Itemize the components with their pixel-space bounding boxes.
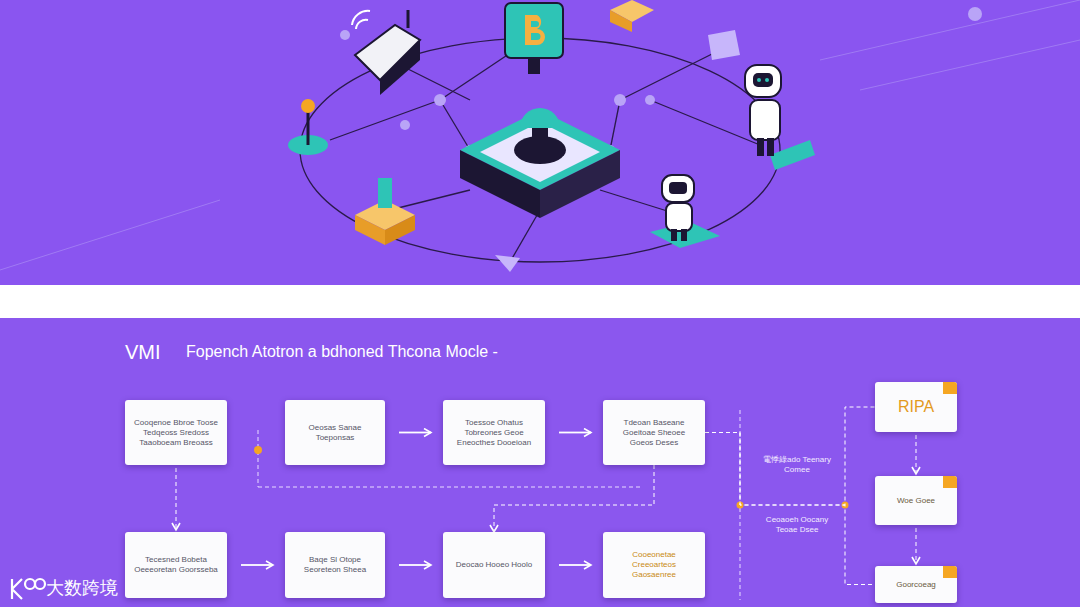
white-band (0, 285, 1080, 318)
box-text: Oeosas Sanae Toeponsas (293, 423, 377, 443)
dashed-connector (916, 435, 917, 474)
box-text: Toessoe Ohatus Tobreones Geoe Eneocthes … (451, 418, 537, 448)
process-box: Tecesned Bobeta Oeeeoretan Goorsseba (125, 532, 227, 598)
process-box: Woe Goee (875, 476, 957, 525)
flow-arrow (399, 564, 431, 566)
flow-arrow (559, 564, 591, 566)
dashed-connector (916, 528, 917, 564)
dashed-connector (705, 407, 875, 505)
process-box: Cooqenoe Bbroe Toose Tedqeoss Sredoss Ta… (125, 400, 227, 465)
box-text: Deocao Hooeo Hoolo (456, 560, 533, 570)
box-text: Woe Goee (897, 496, 935, 506)
dashed-connector (705, 433, 875, 585)
process-box: Deocao Hooeo Hoolo (443, 532, 545, 598)
flow-arrow (399, 432, 431, 434)
box-text: Cooqenoe Bbroe Toose Tedqeoss Sredoss Ta… (133, 418, 219, 448)
edge-label: 電悸綠ado Teenary Comee (758, 454, 836, 477)
process-box: Oeosas Sanae Toeponsas (285, 400, 385, 465)
edge-label: Ceoaoeh Oocany Teoae Dsee (758, 514, 836, 537)
process-box: Goorcoeag (875, 566, 957, 603)
corner-tab (943, 382, 957, 394)
corner-tab (943, 476, 957, 488)
network-illustration (0, 0, 1080, 285)
box-text: RIPA (898, 397, 934, 417)
process-box: Toessoe Ohatus Tobreones Geoe Eneocthes … (443, 400, 545, 465)
process-box: Tdeoan Baseane Goeitoae Sheoee Goeos Des… (603, 400, 705, 465)
box-text: Tecesned Bobeta Oeeeoretan Goorsseba (133, 555, 219, 575)
flow-arrow (559, 432, 591, 434)
process-box: Baqe Sl Otope Seoreteon Sheea (285, 532, 385, 598)
section-code: VMI (125, 341, 161, 364)
box-text: Goorcoeag (896, 580, 936, 590)
dashed-connector (176, 468, 177, 530)
process-box: Cooeonetae Creeoarteos Gaosaenree (603, 532, 705, 598)
box-text: Baqe Sl Otope Seoreteon Sheea (293, 555, 377, 575)
process-box: RIPA (875, 382, 957, 432)
dashed-connector (494, 465, 654, 532)
box-text: Tdeoan Baseane Goeitoae Sheoee Goeos Des… (611, 418, 697, 448)
corner-tab (943, 566, 957, 578)
diagram-title: Fopench Atotron a bdhoned Thcona Mocle - (186, 343, 498, 361)
flow-arrow (241, 564, 273, 566)
box-text: Cooeonetae Creeoarteos Gaosaenree (611, 550, 697, 580)
watermark: 大数跨境 (46, 576, 118, 600)
